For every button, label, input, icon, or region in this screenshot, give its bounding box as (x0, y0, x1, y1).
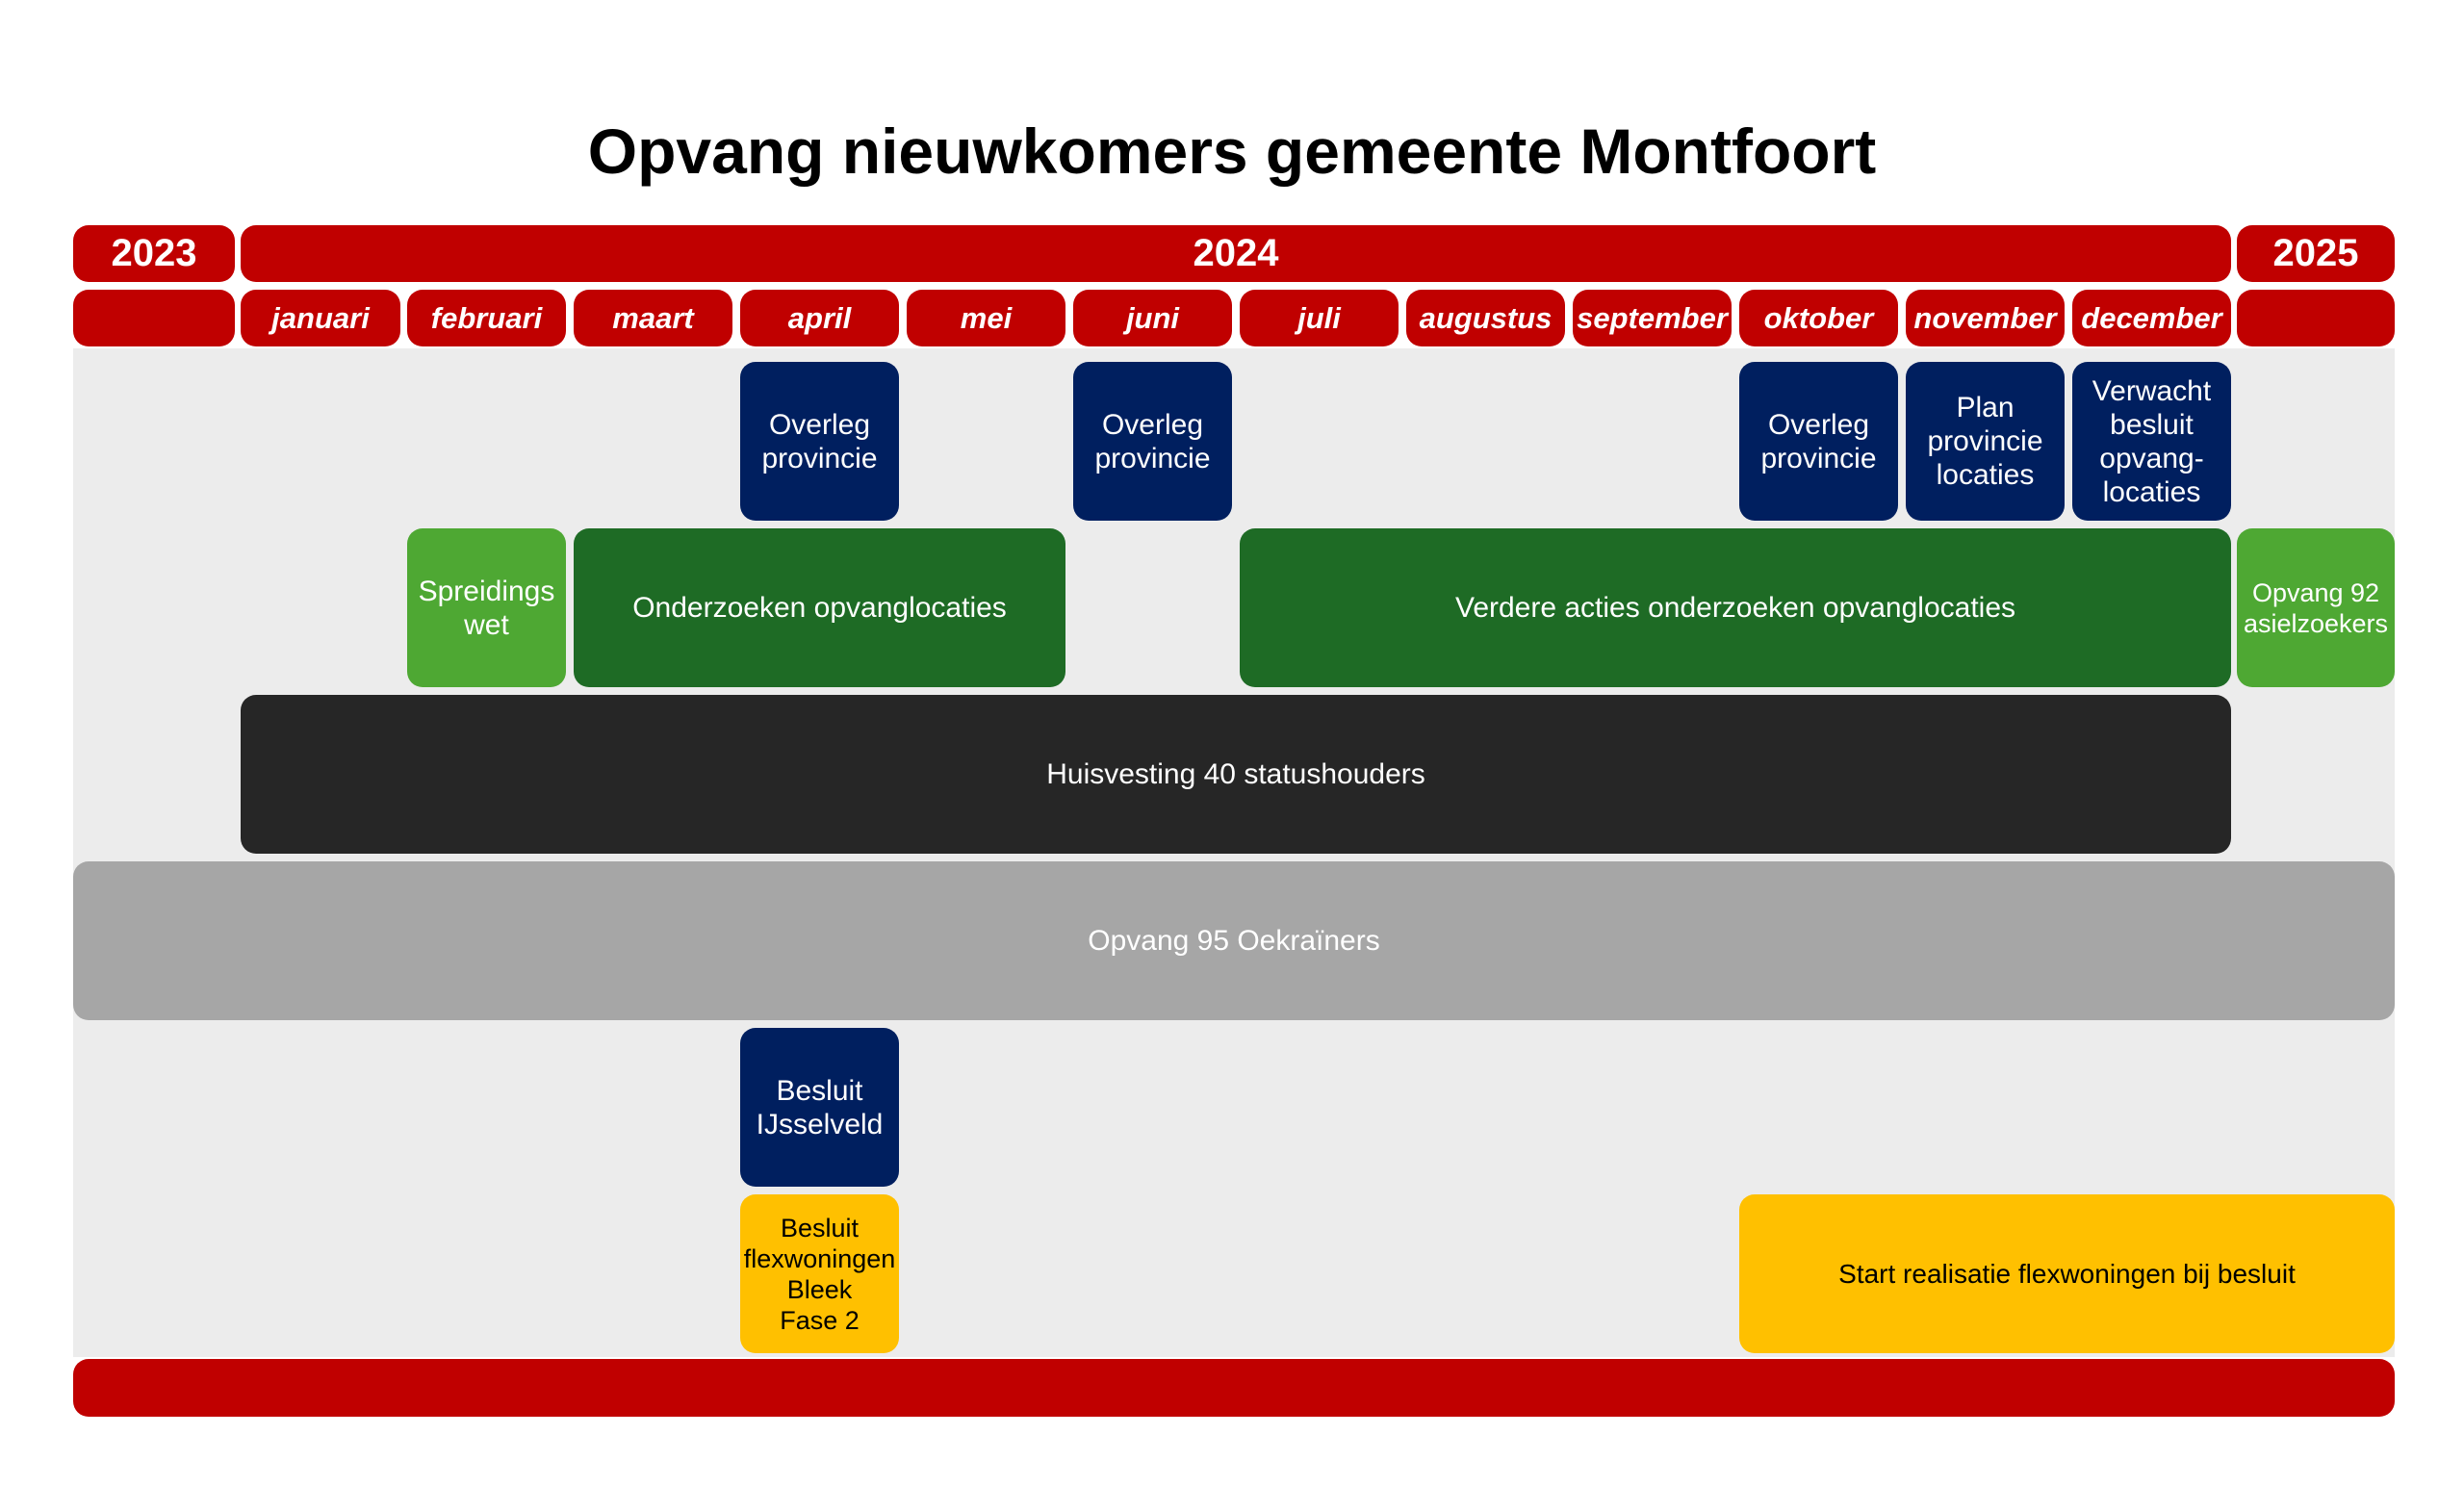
huisvesting-statushouders-block: Huisvesting 40 statushouders (241, 695, 2231, 854)
year-header-2023: 2023 (73, 225, 235, 282)
spreidingswet-block: Spreidings wet (407, 528, 566, 687)
month-header-april: april (740, 290, 899, 346)
month-header-oktober: oktober (1739, 290, 1898, 346)
overleg-provincie-juni: Overleg provincie (1073, 362, 1232, 521)
overleg-provincie-oktober: Overleg provincie (1739, 362, 1898, 521)
month-header-januari: januari (241, 290, 400, 346)
month-header-mei: mei (907, 290, 1065, 346)
overleg-provincie-april: Overleg provincie (740, 362, 899, 521)
month-header-augustus: augustus (1406, 290, 1565, 346)
month-header-2025-blank (2237, 290, 2395, 346)
verdere-acties-block: Verdere acties onderzoeken opvanglocatie… (1240, 528, 2231, 687)
month-header-juli: juli (1240, 290, 1399, 346)
month-header-2023-blank (73, 290, 235, 346)
month-header-september: september (1573, 290, 1732, 346)
month-header-december: december (2072, 290, 2231, 346)
month-header-juni: juni (1073, 290, 1232, 346)
month-header-februari: februari (407, 290, 566, 346)
month-header-maart: maart (574, 290, 732, 346)
year-header-2024: 2024 (241, 225, 2231, 282)
year-header-2025: 2025 (2237, 225, 2395, 282)
month-header-november: november (1906, 290, 2065, 346)
opvang-asielzoekers-block: Opvang 92 asielzoekers (2237, 528, 2395, 687)
start-realisatie-flexwoningen-block: Start realisatie flexwoningen bij beslui… (1739, 1194, 2395, 1353)
footer-bar (73, 1359, 2395, 1417)
besluit-flexwoningen-block: Besluit flexwoningen Bleek Fase 2 (740, 1194, 899, 1353)
opvang-oekrainers-block: Opvang 95 Oekraïners (73, 861, 2395, 1020)
verwacht-besluit-opvanglocaties: Verwacht besluit opvang- locaties (2072, 362, 2231, 521)
diagram-title: Opvang nieuwkomers gemeente Montfoort (587, 115, 1877, 187)
besluit-ijsselveld-block: Besluit IJsselveld (740, 1028, 899, 1187)
plan-provincie-locaties: Plan provincie locaties (1906, 362, 2065, 521)
onderzoeken-opvanglocaties-block: Onderzoeken opvanglocaties (574, 528, 1065, 687)
